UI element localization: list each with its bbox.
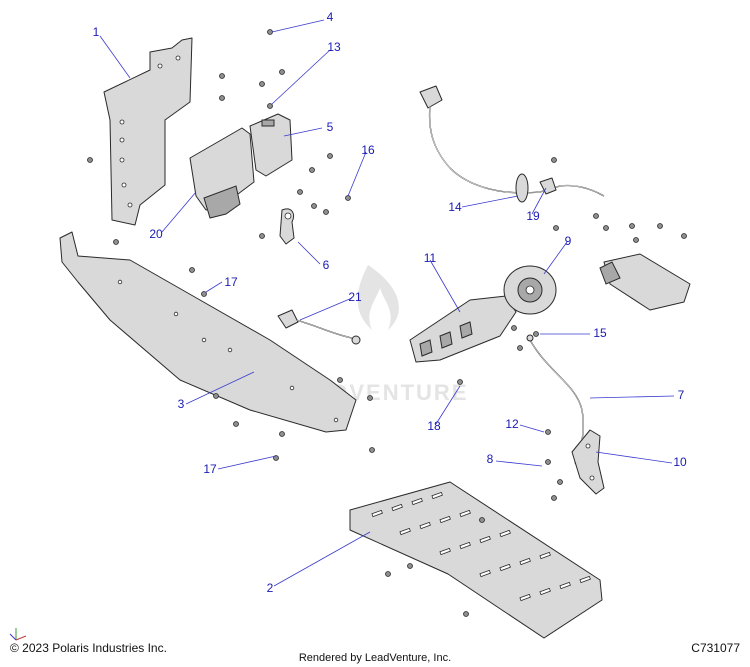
copyright-text: © 2023 Polaris Industries Inc.	[10, 641, 167, 655]
callout-14[interactable]: 14	[448, 200, 462, 214]
part-14-wiring-harness[interactable]	[419, 85, 605, 203]
part-20-ecu-module[interactable]	[189, 127, 255, 219]
part-21-sensor-harness[interactable]	[277, 309, 361, 345]
part-9-horn[interactable]	[503, 265, 557, 315]
callout-9[interactable]: 9	[565, 234, 572, 248]
part-2-skid-plate[interactable]	[349, 481, 603, 639]
callout-16[interactable]: 16	[361, 143, 375, 157]
rendered-by-text: Rendered by LeadVenture, Inc.	[298, 652, 452, 664]
callout-4[interactable]: 4	[327, 10, 334, 24]
leader-lines	[99, 19, 675, 587]
callout-19[interactable]: 19	[526, 209, 540, 223]
part-6-sensor[interactable]	[279, 208, 295, 245]
callout-2[interactable]: 2	[267, 581, 274, 595]
callout-17-upper[interactable]: 17	[224, 275, 238, 289]
part-3-long-bracket[interactable]	[59, 231, 357, 433]
part-11-fuse-block[interactable]	[409, 295, 517, 363]
part-5-control-module[interactable]	[249, 113, 293, 177]
callout-7[interactable]: 7	[678, 388, 685, 402]
callout-13[interactable]: 13	[327, 40, 341, 54]
skid-plate-slots	[371, 491, 591, 602]
part-10-bracket[interactable]	[571, 429, 605, 495]
callout-21[interactable]: 21	[348, 290, 362, 304]
connector-block[interactable]	[599, 253, 691, 311]
callout-17-lower[interactable]: 17	[203, 462, 217, 476]
callout-18[interactable]: 18	[427, 419, 441, 433]
callout-1[interactable]: 1	[93, 25, 100, 39]
callout-5[interactable]: 5	[327, 120, 334, 134]
callout-3[interactable]: 3	[178, 397, 185, 411]
axis-triad-icon	[9, 628, 27, 641]
diagram-code: C731077	[691, 641, 740, 655]
part-7-cable[interactable]	[526, 334, 584, 466]
part-1-mounting-bracket[interactable]	[103, 37, 193, 226]
callout-12[interactable]: 12	[505, 417, 519, 431]
callout-10[interactable]: 10	[673, 455, 687, 469]
callout-15[interactable]: 15	[593, 326, 607, 340]
callout-20[interactable]: 20	[149, 227, 163, 241]
callout-8[interactable]: 8	[487, 452, 494, 466]
fasteners	[87, 29, 687, 617]
callout-6[interactable]: 6	[323, 258, 330, 272]
callout-labels: 1 2 3 4 5 6 7 8 9 10 11 12 13 14 15 16 1…	[93, 10, 687, 595]
callout-11[interactable]: 11	[424, 251, 437, 265]
